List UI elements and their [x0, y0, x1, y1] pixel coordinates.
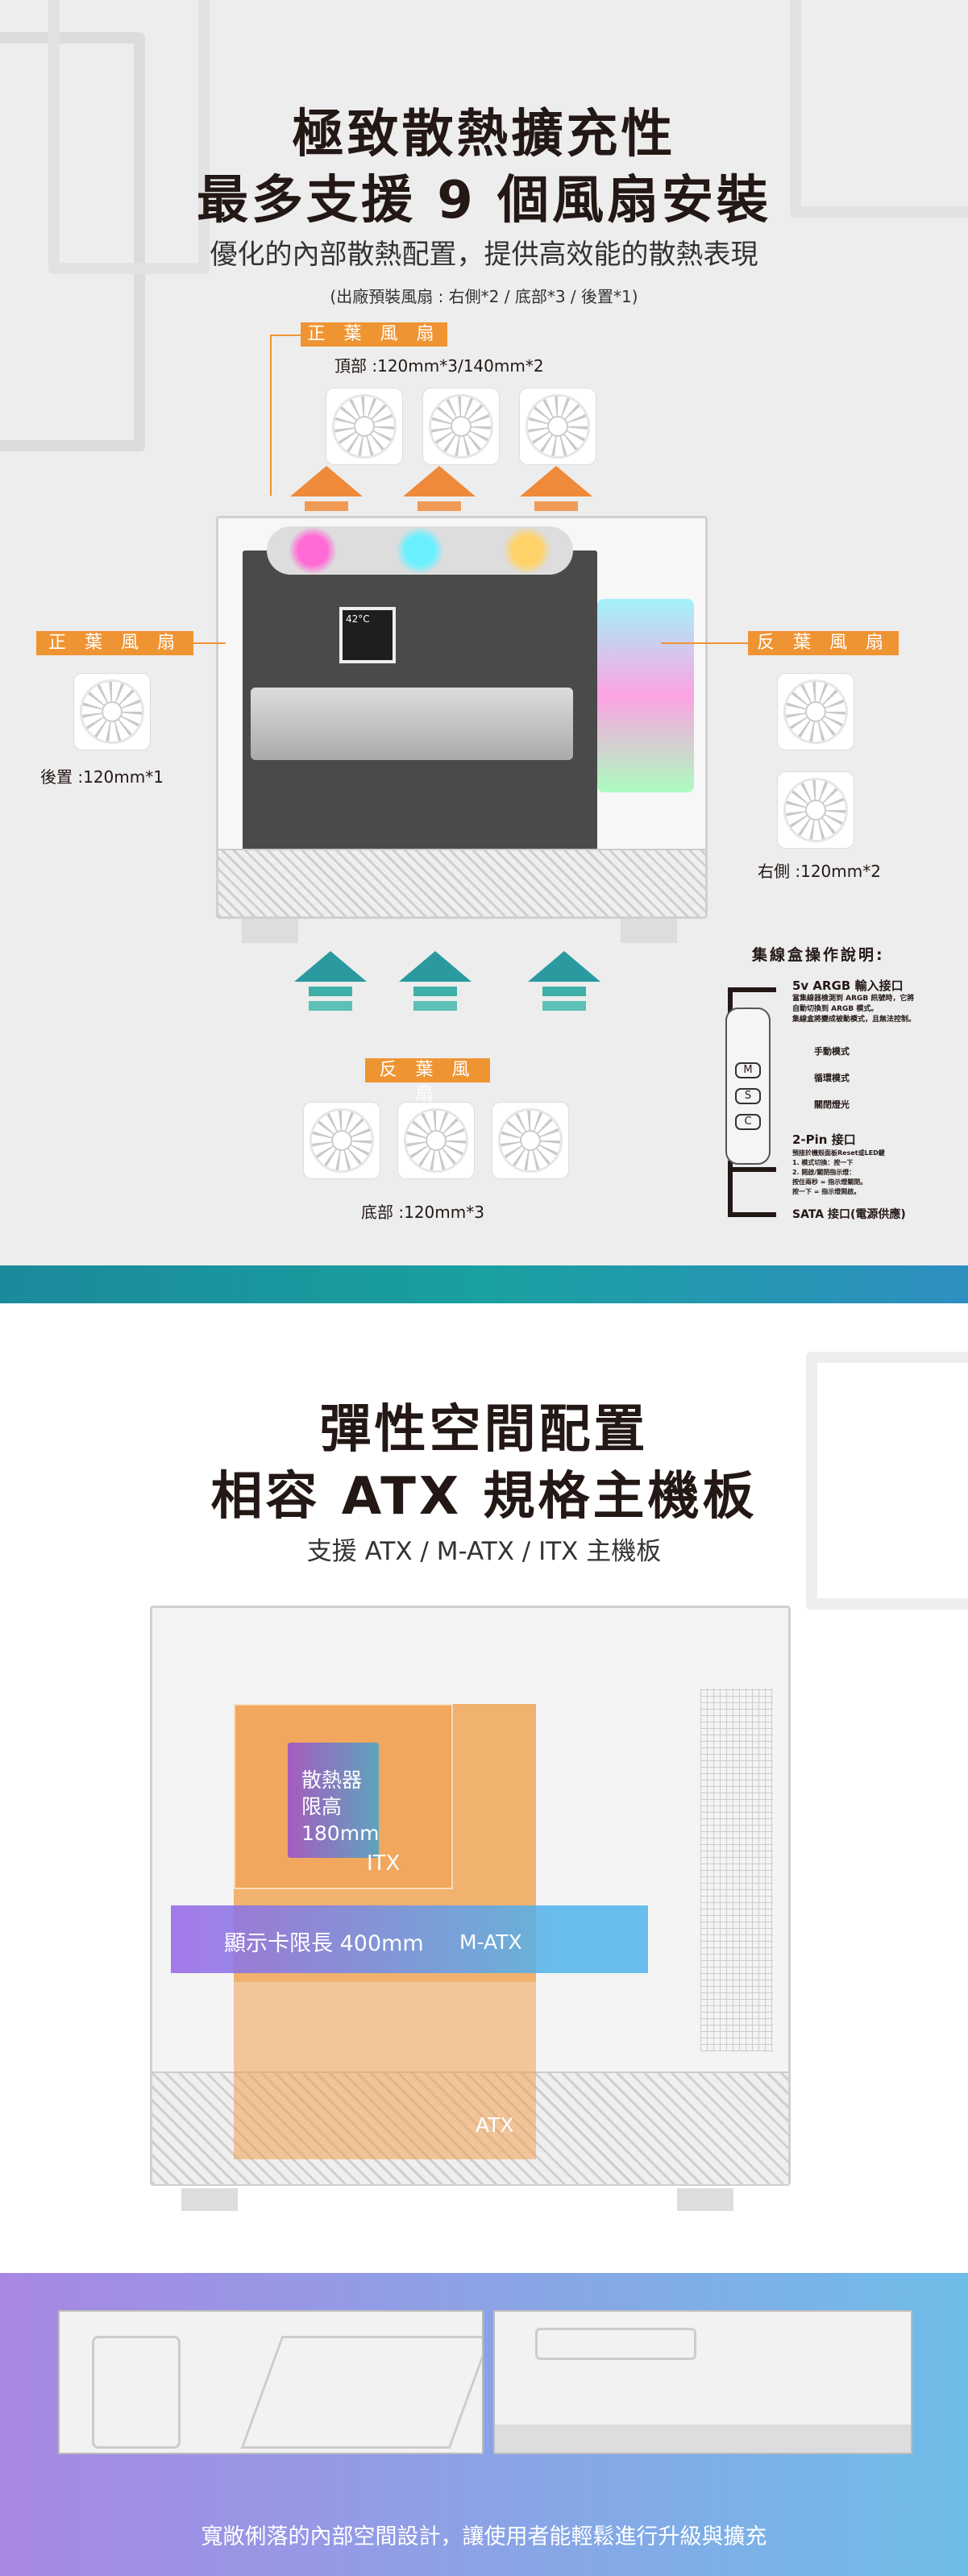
airflow-up-arrow-icon — [399, 951, 472, 1011]
pin-desc-line: 2. 開啟/關閉指示燈： — [792, 1169, 856, 1176]
panel-cutout — [92, 2336, 181, 2449]
atx-label: ATX — [476, 2113, 514, 2137]
fan-icon — [778, 674, 854, 750]
fan-icon — [74, 674, 150, 750]
circuit-decoration — [0, 32, 145, 451]
gpu-limit-bar-end — [556, 1905, 648, 1973]
pin-cable — [728, 1167, 776, 1172]
mode-label-cycle: 循環模式 — [814, 1073, 850, 1083]
side-fans-rgb — [597, 599, 694, 792]
space-title-line1: 彈性空間配置 — [319, 1400, 649, 1460]
pin-description: 預接於機殼面板Reset或LED鍵 1. 模式切換：按一下 2. 開啟/關閉指示… — [792, 1149, 885, 1197]
pin-title: 2-Pin 接口 — [792, 1132, 856, 1147]
controller-title: 集線盒操作說明: — [752, 946, 885, 964]
cooling-title-line2: 最多支援 9 個風扇安裝 — [196, 171, 772, 231]
fan-icon — [304, 1103, 380, 1178]
pin-desc-line: 按一下 = 指示燈開啟。 — [792, 1188, 861, 1195]
case-foot — [677, 2188, 733, 2211]
controller-hub — [725, 1008, 771, 1165]
rear-leader-line — [193, 642, 226, 644]
cooler-limit-line: 散熱器 — [301, 1768, 363, 1792]
mode-label-manual: 手動模式 — [814, 1046, 850, 1057]
itx-label: ITX — [367, 1851, 401, 1876]
side-fan-tag: 反 葉 風 扇 — [748, 631, 899, 655]
argb-desc-line: 自動切換到 ARGB 模式。 — [792, 1005, 879, 1013]
cooling-section: 極致散熱擴充性 最多支援 9 個風扇安裝 優化的內部散熱配置，提供高效能的散熱表… — [0, 0, 968, 1265]
case-foot — [242, 919, 298, 943]
top-leader-line — [270, 334, 302, 496]
airflow-up-arrow-icon — [528, 951, 600, 1011]
argb-desc-line: 集線盒將變成被動模式，且無法控制。 — [792, 1016, 916, 1024]
matx-label: M-ATX — [459, 1930, 522, 1954]
airflow-up-arrow-icon — [294, 951, 367, 1011]
cooler-limit-box: 散熱器 限高 180mm — [288, 1743, 379, 1858]
mode-button-c: C — [735, 1114, 761, 1130]
fan-icon — [778, 772, 854, 848]
mode-button-s: S — [735, 1088, 761, 1104]
psu-shroud — [218, 849, 705, 916]
argb-title: 5v ARGB 輸入接口 — [792, 978, 904, 993]
rear-fan-spec: 後置 :120mm*1 — [40, 767, 164, 787]
cooling-subtitle: 優化的內部散熱配置，提供高效能的散熱表現 — [210, 239, 758, 271]
fan-icon — [326, 388, 402, 464]
top-fan-spec: 頂部 :120mm*3/140mm*2 — [334, 356, 544, 376]
side-fan-spec: 右側 :120mm*2 — [758, 862, 881, 881]
argb-description: 當集線器檢測到 ARGB 訊號時，它將 自動切換到 ARGB 模式。 集線盒將變… — [792, 994, 916, 1025]
case-foot — [621, 919, 677, 943]
argb-desc-line: 當集線器檢測到 ARGB 訊號時，它將 — [792, 995, 915, 1003]
case-foot — [181, 2188, 238, 2211]
panel-cutout — [535, 2328, 696, 2360]
bottom-fan-spec: 底部 :120mm*3 — [361, 1203, 484, 1222]
pin-desc-line: 按住兩秒 = 指示燈關閉。 — [792, 1178, 867, 1186]
graphics-card — [251, 688, 573, 760]
rear-fan-tag: 正 葉 風 扇 — [36, 631, 193, 655]
fan-icon — [423, 388, 499, 464]
top-fan-tag: 正 葉 風 扇 — [301, 322, 447, 347]
lcd-screen: 42°C — [339, 607, 396, 663]
space-section: 彈性空間配置 相容 ATX 規格主機板 支援 ATX / M-ATX / ITX… — [0, 1303, 968, 2273]
fan-icon — [398, 1103, 474, 1178]
circuit-decoration — [48, 0, 210, 274]
sata-cable — [728, 1161, 776, 1217]
gpu-limit-label: 顯示卡限長 400mm — [224, 1931, 424, 1956]
shroud-edge — [495, 2424, 911, 2453]
panel-cutout — [240, 2336, 482, 2449]
space-subtitle: 支援 ATX / M-ATX / ITX 主機板 — [306, 1537, 662, 1566]
pin-desc-line: 預接於機殼面板Reset或LED鍵 — [792, 1149, 885, 1157]
pin-desc-line: 1. 模式切換：按一下 — [792, 1159, 854, 1166]
side-leader-line — [661, 642, 748, 644]
interior-section: 寬敞俐落的內部空間設計，讓使用者能輕鬆進行升級與擴充 — [0, 2273, 968, 2576]
interior-photo-right — [493, 2310, 912, 2454]
fan-icon — [520, 388, 596, 464]
preinstalled-note: (出廠預裝風扇 : 右側*2 / 底部*3 / 後置*1) — [330, 287, 638, 306]
space-title-line2: 相容 ATX 規格主機板 — [210, 1467, 758, 1527]
fan-icon — [492, 1103, 568, 1178]
interior-caption: 寬敞俐落的內部空間設計，讓使用者能輕鬆進行升級與擴充 — [201, 2524, 767, 2549]
pc-case-image: 42°C — [216, 516, 708, 919]
circuit-decoration — [806, 1352, 968, 1610]
lcd-temperature: 42°C — [346, 613, 370, 625]
cable-mesh — [700, 1689, 773, 2051]
circuit-decoration — [790, 0, 968, 218]
mode-label-off: 關閉燈光 — [814, 1099, 850, 1110]
mode-button-m: M — [735, 1062, 761, 1078]
cooling-title-line1: 極致散熱擴充性 — [292, 105, 676, 164]
cooler-limit-line: 180mm — [301, 1822, 380, 1845]
gpu-limit-bar — [171, 1905, 556, 1973]
top-radiator-fans — [267, 526, 573, 575]
bottom-fan-tag: 反 葉 風 扇 — [365, 1058, 490, 1104]
interior-photo-left — [58, 2310, 484, 2454]
cooler-limit-line: 限高 — [301, 1795, 343, 1818]
sata-label: SATA 接口(電源供應) — [792, 1208, 906, 1221]
section-divider-bar — [0, 1265, 968, 1303]
